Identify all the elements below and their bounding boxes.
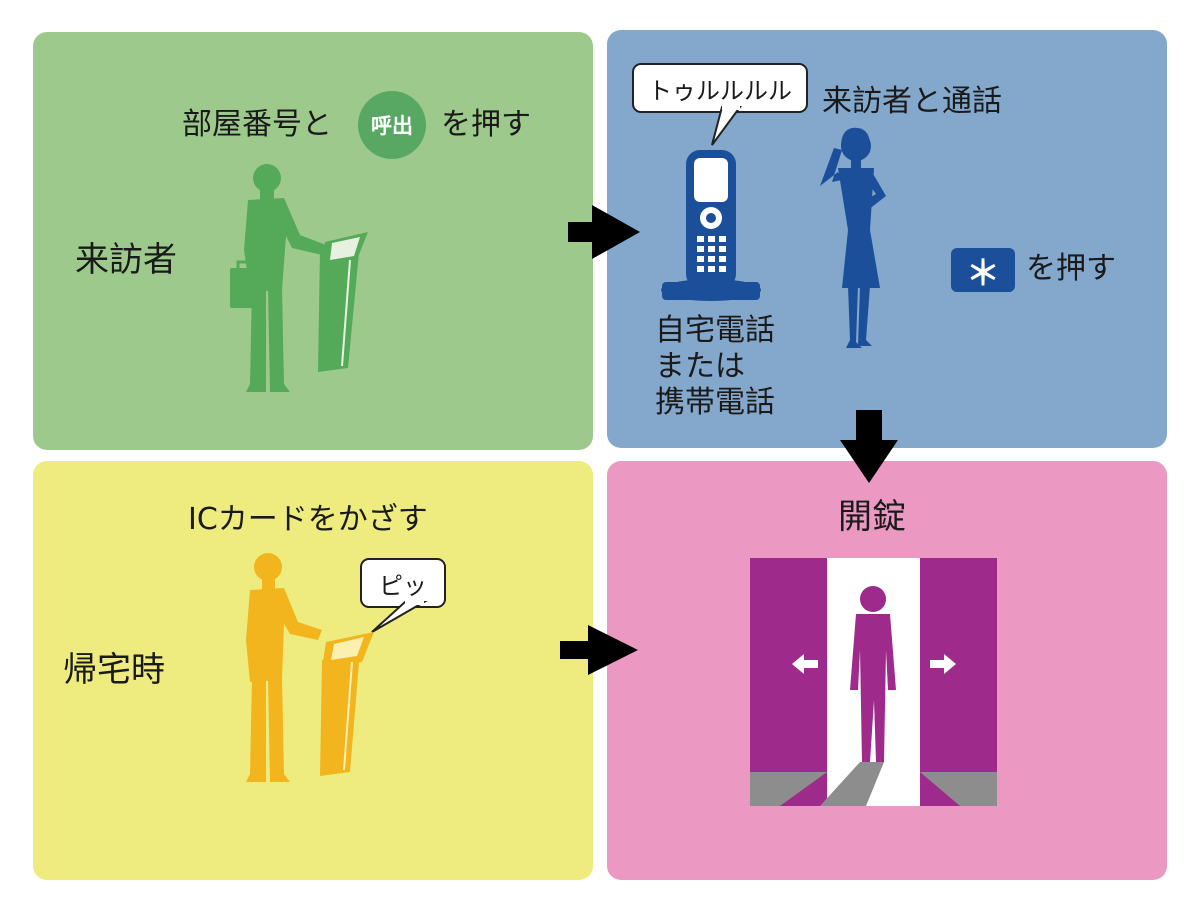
phone-label-line-1: 自宅電話 [655, 313, 775, 348]
visitor-instruction-suffix: を押す [441, 107, 531, 142]
ring-bubble-tail [711, 106, 742, 146]
phone-label-line-2: または [655, 349, 745, 384]
flow-arrow-icon-right-2 [560, 625, 638, 675]
person-in-doorway-icon [850, 586, 896, 762]
flow-arrow-icon-right-1 [568, 205, 640, 259]
phone-label-line-3: 携帯電話 [655, 385, 775, 420]
right-arrow-icon [930, 654, 956, 674]
intercom-terminal-icon [318, 232, 368, 372]
ring-sound-text: トゥルルルル [648, 76, 792, 105]
home-role-label: 帰宅時 [63, 650, 165, 690]
visitor-instruction-prefix: 部屋番号と [182, 107, 332, 142]
intercom-terminal-home-icon [320, 632, 374, 776]
unlock-title: 開錠 [838, 497, 906, 537]
flow-arrow-icon-down [840, 410, 898, 483]
star-key-badge: ＊ [951, 248, 1015, 294]
cordless-phone-icon [661, 150, 761, 301]
home-panel [33, 461, 593, 880]
businessman-icon [230, 164, 326, 392]
visitor-role-label: 来訪者 [75, 240, 177, 280]
door-open-icon [750, 558, 997, 806]
press-star-suffix: を押す [1026, 251, 1116, 286]
call-button-badge: 呼出 [358, 91, 426, 159]
beep-sound-text: ピッ [379, 571, 427, 600]
beep-bubble-tail [371, 601, 428, 633]
left-arrow-icon [792, 654, 818, 674]
ring-speech-bubble: トゥルルルル [632, 63, 808, 113]
woman-on-phone-icon [820, 127, 886, 348]
talk-with-visitor-label: 来訪者と通話 [822, 84, 1002, 119]
ic-card-instruction: ICカードをかざす [188, 502, 428, 537]
businessman-home-icon [246, 553, 322, 782]
beep-speech-bubble: ピッ [360, 558, 446, 608]
